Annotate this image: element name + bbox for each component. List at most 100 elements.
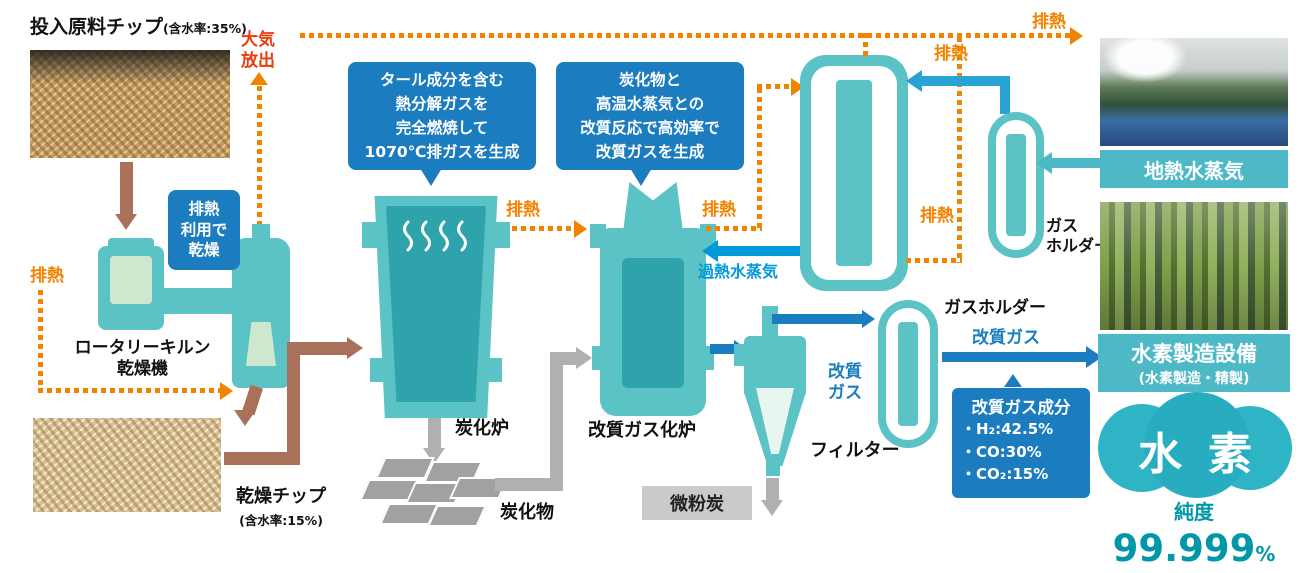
kiln-hopper-window xyxy=(110,256,152,304)
gas-composition-h2: ・H₂:42.5% xyxy=(961,420,1054,438)
arrowhead xyxy=(347,337,363,359)
exhaust-heat-label: 排熱 xyxy=(934,44,968,64)
exhaust-heat-label: 排熱 xyxy=(506,200,540,220)
superheated-steam-line xyxy=(718,246,802,256)
hydrogen-graphic: 水素 xyxy=(1098,390,1292,500)
exhaust-heat-label: 排熱 xyxy=(920,206,954,226)
purity-prefix: 純度 xyxy=(1174,500,1214,524)
carbonization-furnace-label: 炭化炉 xyxy=(455,418,509,439)
arrowhead xyxy=(115,214,137,230)
raw-chips-title: 投入原料チップ xyxy=(30,16,164,38)
furnace-flange xyxy=(370,358,386,382)
gas-holder-2-label: ガスホルダー xyxy=(944,298,1046,318)
reforming-gasifier-interior xyxy=(622,258,684,388)
flow-line-dried-to-furnace xyxy=(224,452,300,465)
exhaust-dotted-left xyxy=(38,290,43,390)
furnace-flange xyxy=(362,222,378,248)
reformed-gas-line xyxy=(710,344,736,354)
char-brick xyxy=(427,505,487,527)
purity-unit: % xyxy=(1255,542,1276,566)
flow-line-raw-to-kiln xyxy=(120,162,133,216)
filter-body xyxy=(744,336,806,394)
reforming-gasifier-label: 改質ガス化炉 xyxy=(588,420,696,441)
geothermal-steam-line xyxy=(1052,158,1100,168)
exhaust-heat-label: 排熱 xyxy=(1032,12,1066,32)
hydrogen-plant-banner: 水素製造設備 (水素製造・精製) xyxy=(1098,334,1290,392)
hydrogen-plant-subtitle: (水素製造・精製) xyxy=(1138,371,1250,387)
arrowhead xyxy=(862,310,875,328)
arrowhead xyxy=(220,382,233,400)
dried-chips-title: 乾燥チップ xyxy=(236,486,326,507)
arrowhead xyxy=(234,410,256,426)
dried-chips-photo xyxy=(33,418,221,512)
arrowhead xyxy=(1070,27,1083,45)
gas-holder-1-core xyxy=(1006,134,1026,236)
flow-line-dried-to-furnace xyxy=(287,342,349,355)
dried-chips-moisture: (含水率:15%) xyxy=(239,512,323,528)
flow-line-char-to-reformer xyxy=(550,352,563,491)
arrowhead xyxy=(761,500,783,516)
purity-label: 純度 99.999% xyxy=(1094,496,1294,570)
char-label: 炭化物 xyxy=(500,502,554,523)
superheated-steam-label: 過熱水蒸気 xyxy=(698,262,779,281)
hydrogen-label: 水素 xyxy=(1138,429,1278,480)
exhaust-dotted-furnace-to-reformer xyxy=(512,226,574,231)
flow-line-filter-down xyxy=(766,478,779,502)
atmosphere-release-label: 大気 放出 xyxy=(241,30,275,72)
char-blocks xyxy=(359,455,509,533)
exhaust-dotted-hx-out xyxy=(957,37,962,263)
furnace-flange xyxy=(494,222,510,248)
reformed-gas-line xyxy=(942,352,1088,362)
arrowhead xyxy=(1036,152,1052,174)
gas-holder-1-label: ガス ホルダー xyxy=(1046,216,1111,255)
steam-wave-icon xyxy=(403,220,467,252)
exhaust-heat-label: 排熱 xyxy=(30,266,64,286)
gas-holder-2-core xyxy=(898,322,918,426)
raw-chips-moisture: (含水率:35%) xyxy=(163,21,247,36)
raw-chips-photo xyxy=(30,50,230,158)
purity-value: 99.999 xyxy=(1112,527,1256,570)
geothermal-plant-photo xyxy=(1100,38,1288,146)
geothermal-steam-banner: 地熱水蒸気 xyxy=(1100,150,1288,188)
exhaust-dotted-hx-out xyxy=(906,258,962,263)
hydrogen-circle xyxy=(1144,392,1250,498)
rotary-kiln-label: ロータリーキルン 乾燥機 xyxy=(74,338,211,380)
dry-with-waste-heat-box: 排熱 利用で 乾燥 xyxy=(168,190,240,270)
gas-composition-co: ・CO:30% xyxy=(961,442,1042,461)
reforming-callout: 炭化物と 高温水蒸気との 改質反応で高効率で 改質ガスを生成 xyxy=(556,62,744,170)
gas-composition-co2: ・CO₂:15% xyxy=(961,465,1049,483)
steam-line-holder-to-hx xyxy=(922,76,1010,86)
gas-composition-title: 改質ガス成分 xyxy=(971,398,1071,417)
steam-line-holder-to-hx xyxy=(1000,80,1010,114)
filter-outlet xyxy=(766,462,780,476)
raw-chips-label: 投入原料チップ(含水率:35%) xyxy=(30,16,247,40)
arrowhead xyxy=(702,240,718,262)
filter-label: フィルター xyxy=(810,440,900,461)
gas-composition-box: 改質ガス成分 ・H₂:42.5% ・CO:30% ・CO₂:15% xyxy=(952,388,1090,498)
flow-line-char-to-reformer xyxy=(550,352,578,365)
callout-pointer xyxy=(630,168,652,186)
exhaust-dotted-to-atmosphere xyxy=(257,86,262,232)
hydrogen-plant-photo xyxy=(1100,202,1288,330)
callout-pointer xyxy=(1004,374,1022,387)
reformed-gas-label: 改質ガス xyxy=(972,328,1040,348)
heat-exchanger-core xyxy=(836,80,872,266)
dried-chips-label: 乾燥チップ (含水率:15%) xyxy=(222,486,340,531)
arrowhead xyxy=(906,70,922,92)
arrowhead xyxy=(576,347,592,369)
kiln-vessel-window xyxy=(246,322,276,366)
furnace-flange xyxy=(486,358,502,382)
reformed-gas-line xyxy=(772,314,864,324)
flow-line-dried-to-furnace xyxy=(287,342,300,465)
exhaust-heat-label: 排熱 xyxy=(702,200,736,220)
arrowhead xyxy=(574,220,587,238)
hydrogen-plant-title: 水素製造設備 xyxy=(1131,342,1257,366)
flow-line-furnace-to-char xyxy=(428,418,441,450)
flow-line-char-to-reformer xyxy=(495,478,563,491)
exhaust-dotted-left xyxy=(38,388,220,393)
exhaust-dotted-reformer-to-hx xyxy=(757,88,762,231)
kiln-connector xyxy=(160,288,244,314)
pyrolysis-callout: タール成分を含む 熱分解ガスを 完全燃焼して 1070℃排ガスを生成 xyxy=(348,62,536,170)
exhaust-dotted-reformer-to-hx xyxy=(757,84,793,89)
